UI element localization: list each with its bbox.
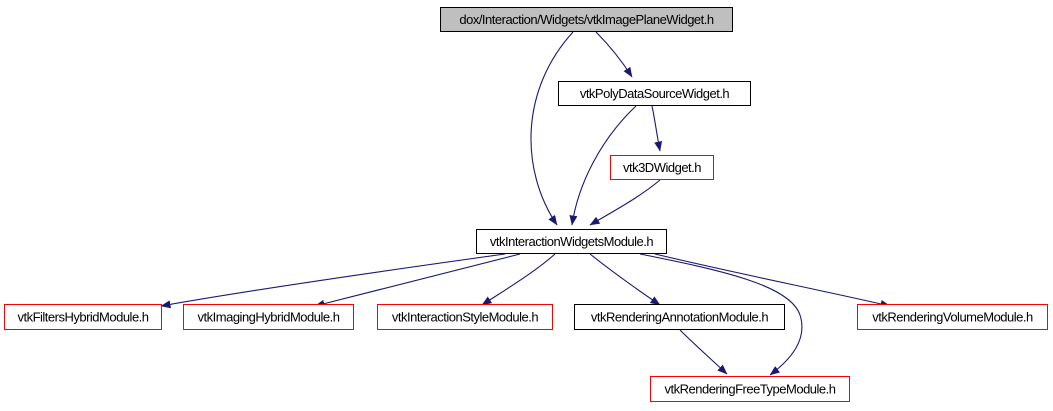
edge-ram-to-rftm bbox=[679, 329, 728, 375]
node-ism[interactable]: vtkInteractionStyleModule.h bbox=[377, 304, 553, 330]
node-box bbox=[857, 304, 1048, 330]
node-label: dox/Interaction/Widgets/vtkImagePlaneWid… bbox=[459, 12, 714, 27]
node-label: vtkInteractionStyleModule.h bbox=[392, 310, 538, 325]
edges-layer bbox=[160, 31, 891, 376]
edge-polydata-to-w3d bbox=[651, 105, 663, 152]
node-iwm[interactable]: vtkInteractionWidgetsModule.h bbox=[476, 229, 667, 254]
node-label: vtkPolyDataSourceWidget.h bbox=[580, 86, 730, 101]
edge-iwm-to-fhm bbox=[160, 253, 506, 309]
node-root: dox/Interaction/Widgets/vtkImagePlaneWid… bbox=[440, 7, 733, 32]
edge-polydata-to-iwm bbox=[569, 105, 637, 226]
node-label: vtkInteractionWidgetsModule.h bbox=[490, 234, 654, 249]
edge-root-to-iwm bbox=[530, 31, 574, 226]
edge-root-to-polydata bbox=[595, 31, 633, 78]
edge-iwm-to-ram bbox=[589, 253, 661, 306]
node-box bbox=[610, 155, 714, 180]
edge-iwm-to-rvm bbox=[654, 253, 891, 308]
node-ihm[interactable]: vtkImagingHybridModule.h bbox=[183, 304, 354, 330]
node-rftm[interactable]: vtkRenderingFreeTypeModule.h bbox=[650, 376, 850, 402]
node-box bbox=[4, 304, 162, 330]
node-box bbox=[476, 229, 667, 254]
nodes-layer: dox/Interaction/Widgets/vtkImagePlaneWid… bbox=[4, 7, 1048, 402]
edge-iwm-to-ism bbox=[481, 253, 556, 306]
node-polydata[interactable]: vtkPolyDataSourceWidget.h bbox=[558, 81, 751, 106]
node-label: vtkImagingHybridModule.h bbox=[198, 310, 340, 325]
node-fhm[interactable]: vtkFiltersHybridModule.h bbox=[4, 304, 162, 330]
node-box bbox=[650, 376, 850, 402]
node-w3d[interactable]: vtk3DWidget.h bbox=[610, 155, 714, 180]
node-box bbox=[183, 304, 354, 330]
node-label: vtkFiltersHybridModule.h bbox=[17, 310, 148, 325]
node-rvm[interactable]: vtkRenderingVolumeModule.h bbox=[857, 304, 1048, 330]
node-box bbox=[558, 81, 751, 106]
node-box bbox=[574, 304, 785, 330]
node-box bbox=[377, 304, 553, 330]
edge-iwm-to-rftm bbox=[639, 253, 803, 376]
node-ram[interactable]: vtkRenderingAnnotationModule.h bbox=[574, 304, 785, 330]
node-label: vtkRenderingVolumeModule.h bbox=[872, 310, 1033, 325]
edge-w3d-to-iwm bbox=[589, 179, 661, 226]
node-label: vtkRenderingAnnotationModule.h bbox=[591, 310, 769, 325]
node-label: vtkRenderingFreeTypeModule.h bbox=[665, 382, 836, 397]
node-label: vtk3DWidget.h bbox=[623, 160, 701, 175]
edge-iwm-to-ihm bbox=[314, 253, 521, 308]
node-box bbox=[440, 7, 733, 32]
